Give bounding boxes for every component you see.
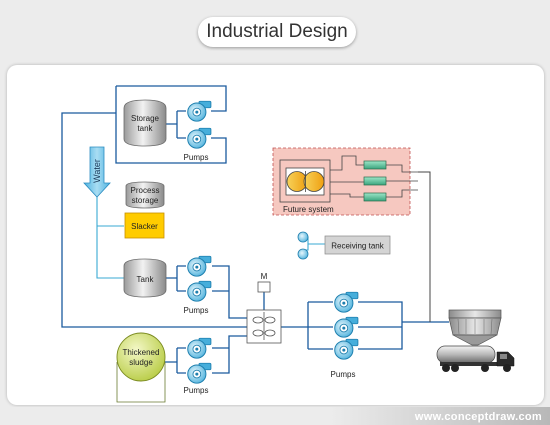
pipe-sludge-to-mixer (212, 335, 247, 374)
pipe-main-left (61, 112, 247, 328)
pipe-tank-pumps (165, 265, 186, 292)
storage-tank[interactable]: Storage tank (123, 99, 167, 147)
tank-label: Tank (137, 275, 155, 284)
pipe-future-to-hopper (418, 171, 431, 322)
pump-bottom-1[interactable] (187, 337, 212, 359)
pipe-sludge-pumps (165, 347, 186, 374)
water-label: Water (92, 159, 102, 183)
pumps-bottom-label: Pumps (184, 386, 209, 395)
storage-tank-label-1: Storage (131, 114, 160, 123)
pump-top-1[interactable] (187, 100, 212, 122)
pipe-tank-to-mixer (212, 265, 247, 319)
pump-top-2[interactable] (187, 127, 212, 149)
storage-tank-label-2: tank (137, 124, 153, 133)
tanker-truck[interactable] (436, 345, 515, 372)
hopper[interactable] (448, 309, 502, 346)
water-arrow: Water (83, 146, 111, 198)
pipe-storage-pumps (165, 110, 186, 139)
slacker-label: Slacker (131, 222, 158, 231)
motor[interactable]: M (257, 272, 271, 293)
pumps-top-label: Pumps (184, 153, 209, 162)
thickened-sludge-label-2: sludge (129, 358, 153, 367)
process-storage-label-2: storage (132, 196, 159, 205)
pipe-network (61, 85, 449, 374)
pipe-mixer-to-pumps (281, 301, 333, 350)
diagram-title: Industrial Design (198, 17, 356, 47)
pipe-pumps-to-hopper (358, 301, 449, 350)
pump-right-1[interactable] (334, 291, 359, 313)
pump-middle-1[interactable] (187, 255, 212, 277)
pipe-storage-bottom (115, 86, 227, 164)
pump-right-3[interactable] (334, 338, 359, 360)
receiving-tank[interactable]: Receiving tank (297, 231, 391, 260)
tank[interactable]: Tank (123, 258, 167, 298)
thickened-sludge-label-1: Thickened (123, 348, 160, 357)
pumps-middle-label: Pumps (184, 306, 209, 315)
pump-right-2[interactable] (334, 316, 359, 338)
pipe-storage-top (116, 85, 227, 112)
mixer[interactable] (246, 309, 282, 344)
receiving-tank-label: Receiving tank (331, 242, 384, 251)
process-storage-label-1: Process (131, 186, 160, 195)
slacker[interactable]: Slacker (124, 212, 165, 239)
future-system-label: Future system (283, 205, 334, 214)
footer-bar (0, 407, 550, 425)
water-branch (96, 195, 124, 279)
pumps-right-label: Pumps (331, 370, 356, 379)
footer-url[interactable]: www.conceptdraw.com (414, 411, 542, 423)
future-system[interactable]: Future system (272, 147, 418, 216)
pump-middle-2[interactable] (187, 280, 212, 302)
process-storage[interactable]: Process storage (125, 181, 165, 209)
motor-label: M (261, 272, 268, 281)
thickened-sludge[interactable]: Thickened sludge (116, 332, 166, 403)
pump-bottom-2[interactable] (187, 362, 212, 384)
